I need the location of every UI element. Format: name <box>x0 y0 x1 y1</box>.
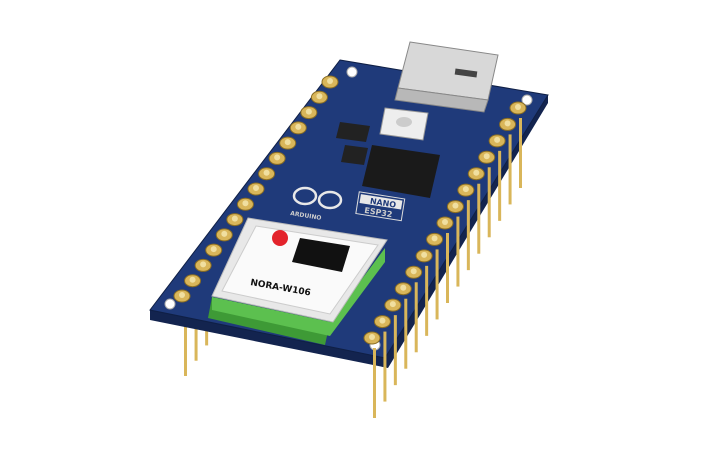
header-pins-front <box>373 118 522 418</box>
mounting-hole <box>521 94 533 106</box>
header-pin <box>519 118 522 188</box>
pin-tip <box>274 154 281 161</box>
pin-tip <box>389 301 396 308</box>
pin-tip <box>263 169 270 176</box>
pin-tip <box>189 276 196 283</box>
pin-tip <box>410 268 417 275</box>
ic-chip <box>362 145 440 198</box>
pin-tip <box>400 284 407 291</box>
header-pin <box>435 249 439 320</box>
pin-tip <box>305 108 312 115</box>
pin-tip <box>462 186 469 193</box>
pin-tip <box>231 215 238 222</box>
header-pin <box>425 265 429 336</box>
pin-tip <box>379 317 386 324</box>
pin-tip <box>494 136 501 143</box>
pin-tip <box>316 93 323 100</box>
pin-tip <box>327 78 333 84</box>
pin-tip <box>253 185 259 191</box>
header-pin <box>184 316 187 376</box>
header-pin <box>414 282 418 353</box>
pin-pads <box>173 75 527 345</box>
pin-tip <box>431 235 438 242</box>
small-chip <box>336 122 370 142</box>
nano-badge: NANO ESP32 <box>355 191 406 222</box>
mounting-hole <box>346 66 358 78</box>
header-pin <box>508 134 512 205</box>
header-pin <box>466 200 470 271</box>
pin-tip <box>295 123 302 130</box>
header-pin <box>404 298 408 369</box>
header-pin <box>477 183 481 254</box>
header-pin <box>487 167 491 238</box>
reset-button <box>379 107 429 141</box>
red-dot-icon <box>272 230 288 246</box>
pin-tip <box>515 104 521 110</box>
pin-tip <box>421 251 428 258</box>
badge-esp32: ESP32 <box>364 206 393 219</box>
logo-text: ARDUINO <box>290 210 322 222</box>
header-pin <box>373 348 376 418</box>
nora-w106-module: NORA-W106 <box>208 217 388 345</box>
pin-tip <box>200 261 207 268</box>
header-pin <box>393 315 397 386</box>
header-pin <box>446 233 449 303</box>
pin-tip <box>179 292 185 298</box>
usb-c-connector <box>394 41 499 113</box>
header-pin <box>498 150 502 221</box>
mounting-hole <box>164 298 176 310</box>
header-pin <box>194 300 198 361</box>
header-pin <box>456 216 460 287</box>
arduino-logo: ARDUINO <box>290 186 343 222</box>
pin-tip <box>442 219 448 225</box>
pin-tip <box>504 120 511 127</box>
pin-tip <box>221 230 228 237</box>
pin-tip <box>242 200 249 207</box>
header-pin <box>383 331 387 402</box>
pin-tip <box>483 153 490 160</box>
small-chip <box>341 145 368 165</box>
pin-tip <box>210 246 217 253</box>
pin-tip <box>473 169 480 176</box>
pin-tip <box>369 334 375 340</box>
pin-tip <box>284 139 291 146</box>
pin-tip <box>452 202 459 209</box>
ublox-logo <box>292 238 350 272</box>
badge-nano: NANO <box>369 197 397 210</box>
